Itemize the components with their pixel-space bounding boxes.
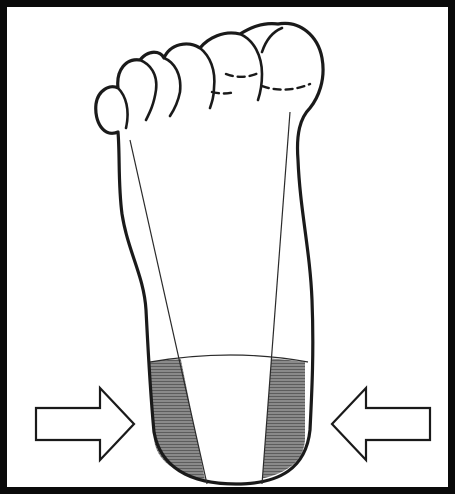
arrow-right-icon xyxy=(36,388,134,460)
toe-lines xyxy=(118,28,282,128)
arrow-left-icon xyxy=(332,388,430,460)
